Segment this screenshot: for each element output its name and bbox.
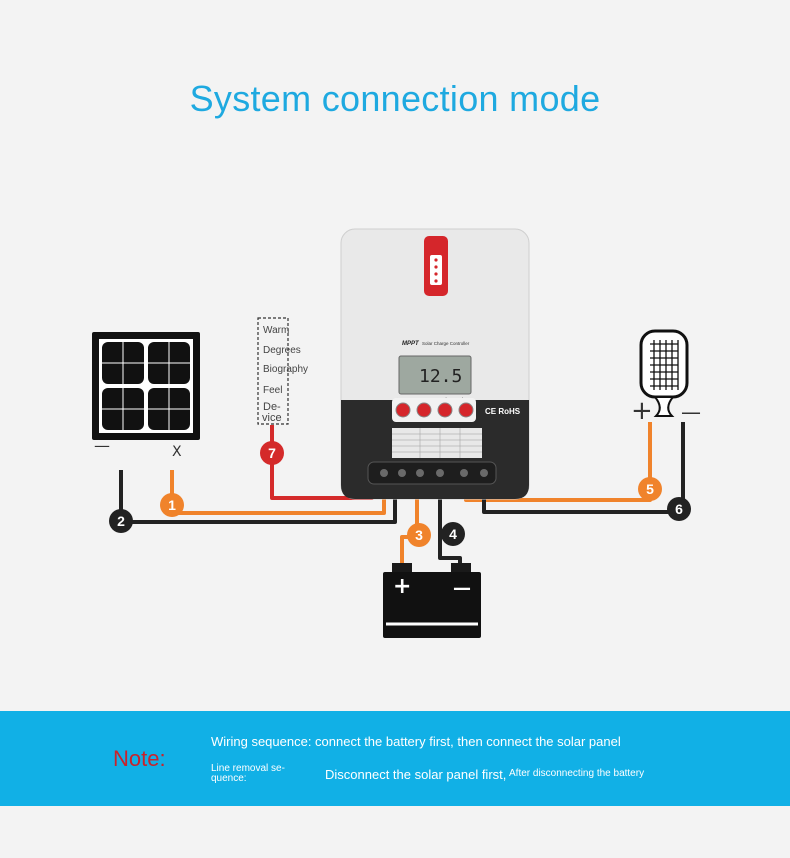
- note-banner: [0, 711, 790, 806]
- sensor-label-5: De-: [263, 401, 281, 413]
- battery-positive-sign: +: [393, 574, 412, 599]
- spec-table: [392, 428, 482, 458]
- controller-brand: MPPT: [402, 341, 420, 347]
- node-7: [260, 441, 284, 465]
- button-up: [395, 402, 411, 418]
- wire-panel-negative: [119, 470, 397, 524]
- node-6-label: 6: [675, 501, 683, 517]
- charge-controller: MPPT Solar Charge Controller ▲ ▼ ◀ ▶: [340, 228, 530, 500]
- node-5: [638, 477, 662, 501]
- button-down: [416, 402, 432, 418]
- solar-panel-icon: [92, 332, 200, 440]
- sensor-label-4: Feel: [263, 385, 283, 396]
- terminal-strip: [367, 461, 497, 485]
- node-5-label: 5: [646, 481, 654, 497]
- temperature-sensor-box: [257, 317, 289, 425]
- node-2-label: 2: [117, 513, 125, 529]
- node-2: [109, 509, 133, 533]
- node-4: [441, 522, 465, 546]
- wiring-sequence-text: Wiring sequence: connect the battery fir…: [211, 734, 621, 749]
- battery-icon: [383, 563, 481, 638]
- removal-sequence-text: Disconnect the solar panel first,: [325, 767, 507, 782]
- led-lamp-icon: [639, 329, 689, 417]
- page-title: System connection mode: [189, 78, 601, 119]
- wire-load-negative: [482, 422, 685, 514]
- lcd-reading: 12.5: [419, 366, 463, 387]
- sensor-label-3: Biography: [263, 364, 309, 375]
- node-1: [160, 493, 184, 517]
- lamp-positive-sign: +: [631, 396, 653, 426]
- node-1-label: 1: [168, 497, 176, 513]
- node-7-label: 7: [268, 445, 276, 461]
- node-3: [407, 523, 431, 547]
- sensor-label-1: Warm: [263, 325, 290, 336]
- button-left: [437, 402, 453, 418]
- button-right: [458, 402, 474, 418]
- wire-number-markers: [109, 441, 691, 547]
- panel-negative-sign: —: [94, 436, 110, 455]
- sensor-label-2: Degrees: [263, 345, 301, 356]
- sensor-label-6: vice: [262, 412, 282, 424]
- lcd-display: [398, 355, 472, 395]
- battery-negative-sign: —: [453, 578, 471, 599]
- removal-sequence-tail: After disconnecting the battery: [509, 768, 645, 779]
- node-3-label: 3: [415, 527, 423, 543]
- wire-panel-positive: [170, 470, 386, 515]
- note-label: Note:: [113, 746, 166, 771]
- node-6: [667, 497, 691, 521]
- removal-sequence-label: Line removal se-quence:: [211, 763, 285, 784]
- controller-subtitle: Solar Charge Controller: [422, 341, 470, 346]
- panel-x-mark: X: [172, 444, 182, 460]
- node-4-label: 4: [449, 526, 457, 542]
- lamp-negative-sign: —: [681, 400, 701, 424]
- ce-rohs-mark: CE RoHS: [485, 407, 521, 416]
